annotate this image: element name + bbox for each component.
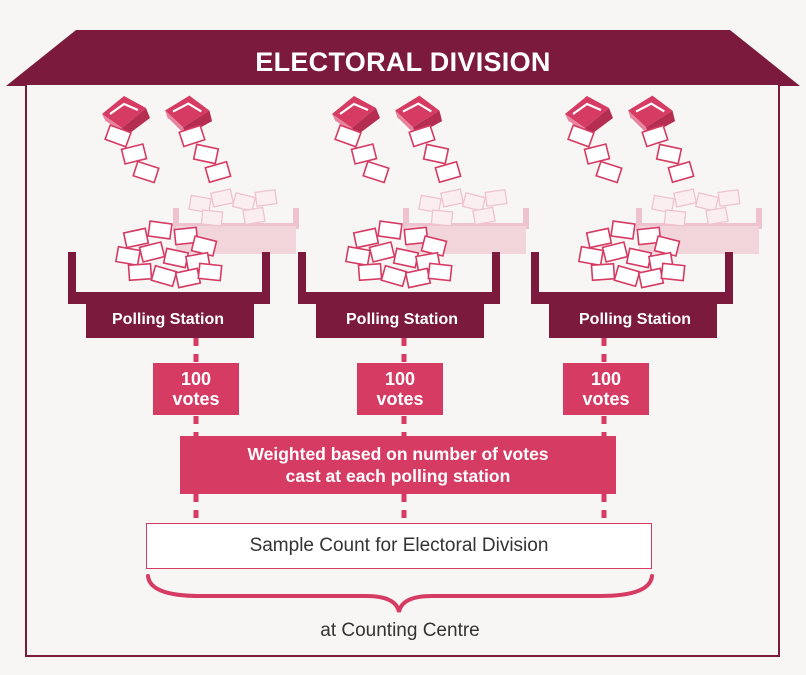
ballot-icon [357,262,383,282]
ballot-icon [377,220,403,240]
polling-station-label-2: Polling Station [346,311,458,328]
faded-ballot [663,209,687,227]
ballot-icon [197,262,223,282]
ballot-icon [147,220,173,240]
faded-ballot [705,206,729,226]
sample-count-box: Sample Count for Electoral Division [146,523,652,569]
weighting-line-2: cast at each polling station [285,466,511,486]
counting-centre-brace [146,574,654,613]
polling-station-label-1: Polling Station [112,311,224,328]
ballot-icon [427,262,453,282]
division-title: ELECTORAL DIVISION [255,47,551,77]
ballot-icon [660,262,686,282]
votes-word: votes [376,389,424,409]
polling-station-bar [549,304,717,338]
dashed-connectors [193,338,607,522]
faded-ballot [484,189,508,207]
votes-number: 100 [590,369,622,389]
faded-ballot [430,209,454,227]
polling-station-1 [68,91,299,338]
votes-word: votes [172,389,220,409]
faded-ballot [200,209,224,227]
weighting-box: Weighted based on number of votes cast a… [180,436,616,494]
faded-ballot [717,189,741,207]
division-roof [6,30,800,86]
faded-ballot [242,206,266,226]
faded-ballot [254,189,278,207]
polling-station-label-3: Polling Station [579,311,691,328]
ballot-icon [610,220,636,240]
ballot-icon [590,262,616,282]
votes-box-1: 100 votes [153,363,239,415]
votes-box-3: 100 votes [563,363,649,415]
polling-station-bar [316,304,484,338]
ballot-icon [115,245,141,267]
polling-station-bar [86,304,254,338]
votes-box-2: 100 votes [357,363,443,415]
ballot-icon [127,262,153,282]
polling-station-3 [531,91,762,338]
polling-station-2 [298,91,529,338]
faded-ballot [472,206,496,226]
votes-word: votes [582,389,630,409]
counting-centre-label: at Counting Centre [320,620,480,641]
weighting-line-1: Weighted based on number of votes [247,444,549,464]
ballot-icon [345,245,371,267]
votes-number: 100 [384,369,416,389]
ballot-icon [578,245,604,267]
votes-number: 100 [180,369,212,389]
